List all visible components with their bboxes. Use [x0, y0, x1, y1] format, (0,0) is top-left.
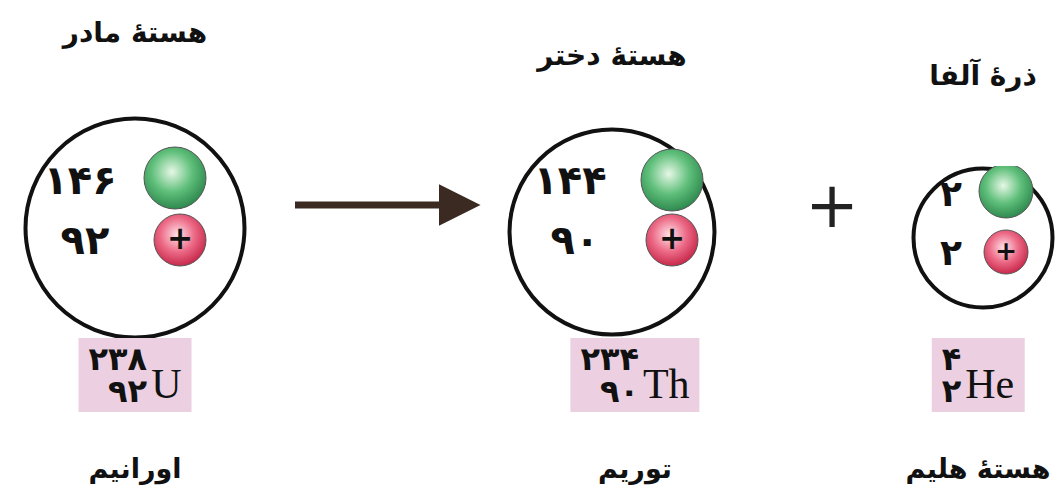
formula-numbers: ۲۳۴۹۰	[580, 343, 639, 407]
nucleus-heading: ذرهٔ آلفا	[929, 59, 1037, 92]
particle-ball	[641, 149, 703, 211]
formula-box: ۴۲He	[932, 338, 1025, 412]
formula-box: ۲۳۴۹۰Th	[570, 338, 699, 412]
nucleus-outline	[911, 166, 1055, 310]
particle-ball	[646, 214, 698, 266]
charge-sign: +	[659, 223, 685, 254]
element-symbol: Th	[643, 360, 690, 408]
particle-ball	[984, 230, 1028, 274]
element-name: اورانیم	[88, 453, 181, 484]
formula-numbers: ۲۳۸۹۲	[89, 343, 148, 407]
element-name: توریم	[598, 453, 672, 484]
nucleus-circle: هستهٔ دختر۱۴۴۹۰+	[507, 127, 717, 337]
mass-number: ۲۳۴	[580, 343, 639, 375]
proton-count: ۲	[940, 232, 962, 273]
reaction-arrow	[295, 202, 470, 209]
particle-ball	[154, 214, 206, 266]
proton-count: ۹۰	[551, 217, 600, 263]
reaction-plus: +	[805, 173, 859, 237]
nucleus-heading: هستهٔ دختر	[537, 39, 686, 72]
charge-sign: +	[995, 238, 1017, 264]
nucleus-outline	[23, 116, 247, 340]
element-name: هستهٔ هلیم	[906, 453, 1051, 484]
element-symbol: He	[965, 360, 1014, 408]
neutron-count: ۱۴۴	[533, 157, 606, 203]
mass-number: ۴	[942, 343, 962, 375]
atomic-number: ۲	[942, 375, 962, 407]
element-symbol: U	[151, 360, 181, 408]
particle-ball	[144, 147, 206, 209]
charge-sign: +	[167, 223, 193, 254]
neutron-count: ۱۴۶	[43, 157, 116, 203]
nucleus-circle: هستهٔ مادر۱۴۶۹۲+	[23, 116, 247, 340]
atomic-number: ۹۰	[600, 375, 639, 407]
nucleus-circle: ذرهٔ آلفا۲۲+	[911, 166, 1055, 310]
neutron-count: ۲	[940, 173, 962, 214]
particle-ball	[979, 166, 1033, 218]
formula-numbers: ۴۲	[942, 343, 962, 407]
proton-count: ۹۲	[61, 217, 110, 263]
atomic-number: ۹۲	[108, 375, 147, 407]
formula-box: ۲۳۸۹۲U	[79, 338, 192, 412]
mass-number: ۲۳۸	[89, 343, 148, 375]
nucleus-heading: هستهٔ مادر	[63, 16, 207, 49]
